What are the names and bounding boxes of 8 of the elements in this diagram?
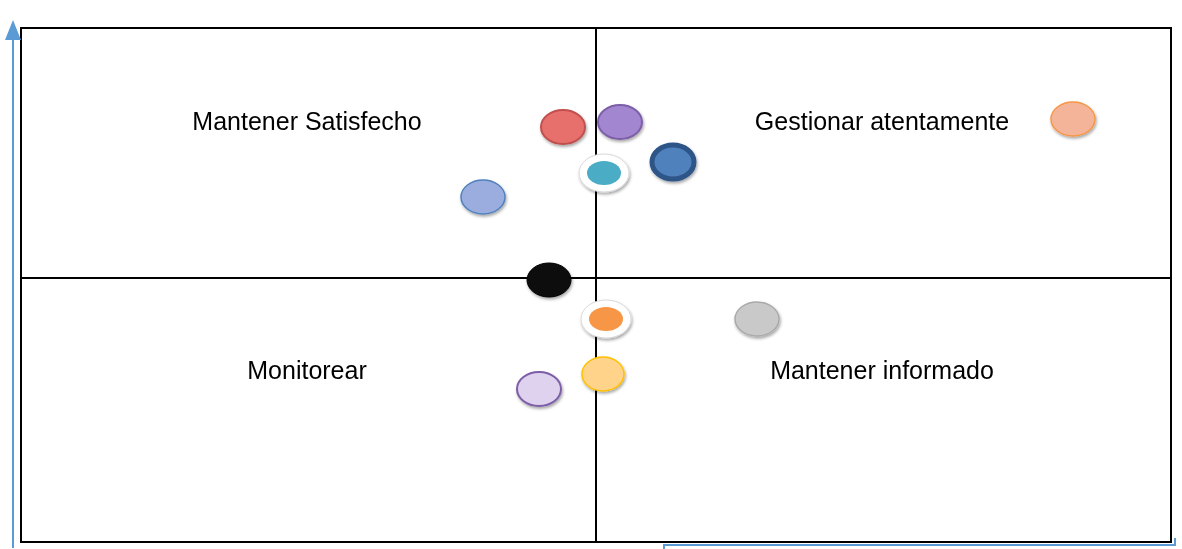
quadrant-box xyxy=(20,277,597,543)
quadrant-label: Mantener Satisfecho xyxy=(192,106,422,136)
quadrant-label: Gestionar atentamente xyxy=(754,106,1010,136)
quadrant-label: Mantener informado xyxy=(770,355,994,385)
quadrant-label: Monitorear xyxy=(247,355,367,385)
quadrant-box xyxy=(595,277,1172,543)
quadrant-box xyxy=(20,27,597,279)
quadrant-box xyxy=(595,27,1172,279)
